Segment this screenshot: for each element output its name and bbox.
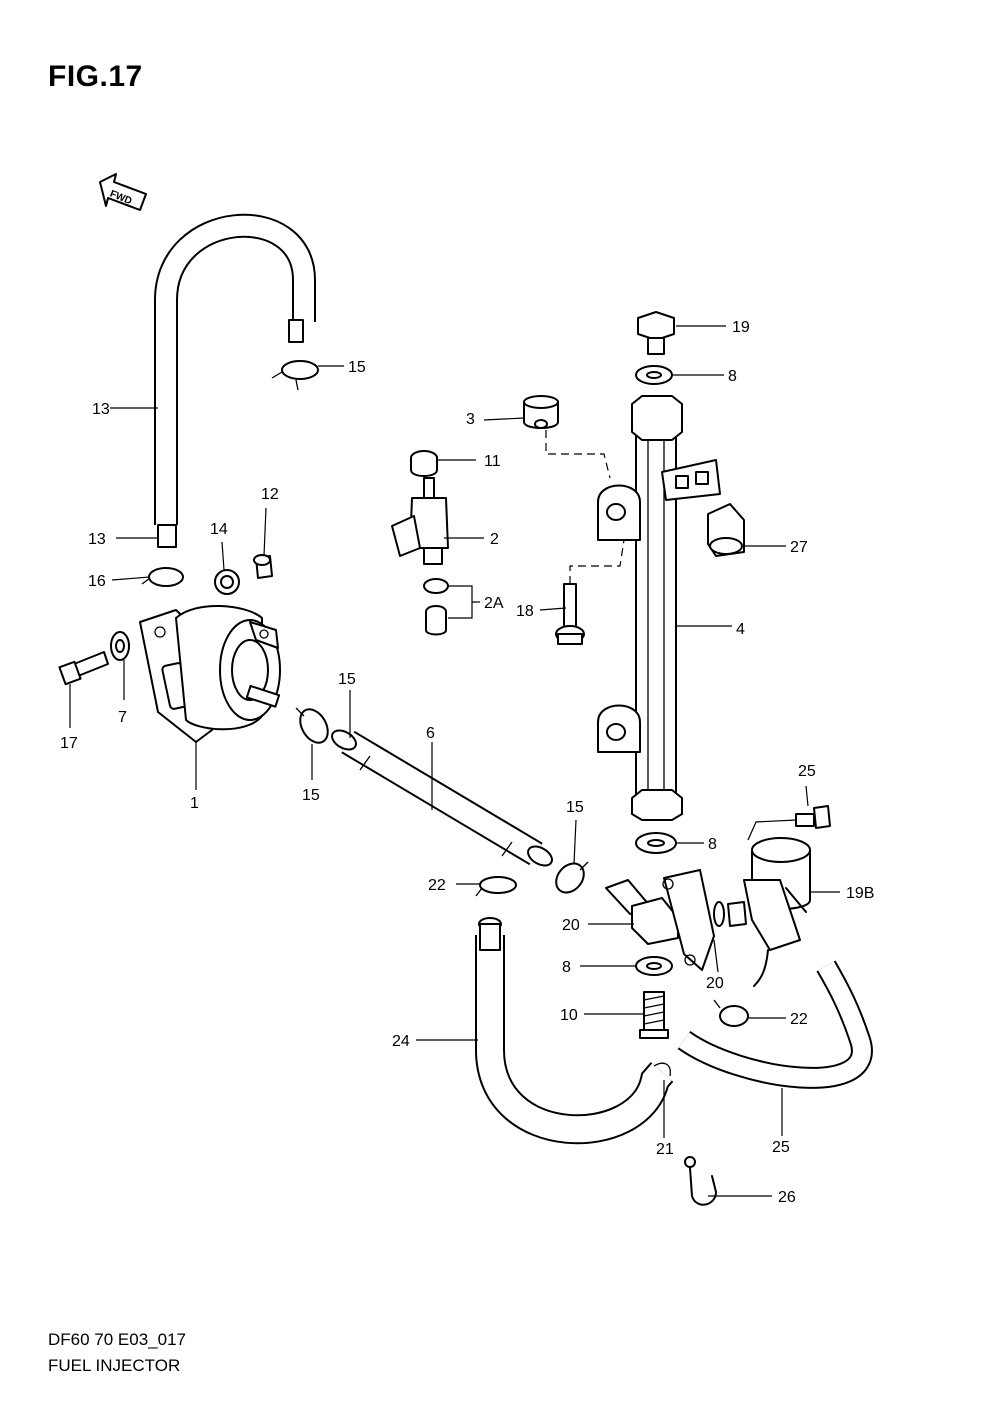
callout-19b: 20 [706,975,724,992]
model-code: DF60 70 E03_017 [48,1330,186,1349]
hose-clamp-22-right [713,999,749,1027]
washer-8-low [635,956,673,976]
callout-23: 24 [392,1033,410,1050]
callout-3: 3 [466,411,475,428]
callout-11: 11 [484,453,501,470]
seal-11 [410,450,438,477]
callout-15-left: 16 [88,573,106,590]
callout-20: 20 [562,917,580,934]
hose-clip-21 [653,1062,671,1077]
callout-2: 2 [490,531,499,548]
hose-clamp-15-mid [295,707,329,744]
hose-clamp-15-left [141,567,184,587]
callout-2a: 2A [484,595,504,612]
grommet-3 [523,395,559,429]
bolt-16 [58,651,109,686]
washer-8-top [635,365,673,385]
fuel-injector-2 [391,477,449,565]
hose-clamp-15-lower [555,861,589,894]
clip-27 [707,503,745,557]
callout-22-left: 22 [428,877,446,894]
cap-9 [253,554,273,579]
callout-4: 4 [736,621,745,638]
leader-lines [69,325,840,1197]
hose-clamp-15-top [271,360,319,391]
callout-12: 15 [338,671,356,688]
callout-15-mid: 15 [302,787,320,804]
plug-18 [637,311,675,355]
callout-24: 25 [798,763,816,780]
callout-7: 7 [118,709,127,726]
fuel-hose-23 [475,917,674,1145]
callout-25: 25 [772,1139,790,1156]
washer-8-mid [635,832,677,854]
figure-title: FIG.17 [48,60,143,93]
callout-9: 12 [261,486,279,503]
callout-18: 19 [732,319,750,336]
dashed-guide-17 [569,539,625,584]
callout-8-low: 8 [562,959,571,976]
washer-7 [110,631,130,661]
clip-26 [684,1156,717,1206]
guide-24 [747,819,797,841]
callout-1: 1 [190,795,199,812]
callout-26: 26 [778,1189,796,1206]
callout-22-right: 22 [790,1011,808,1028]
bolt-24 [795,805,831,829]
callout-10: 14 [210,521,228,538]
fuel-rail-4 [597,395,721,821]
callout-13: 13 [88,531,106,548]
hose-clamp-22-left [475,876,517,897]
bolt-14 [639,991,669,1039]
fuel-filter-1 [139,605,281,743]
callout-14: 10 [560,1007,578,1024]
callout-labels: 13 13 16 15 14 12 1 7 17 15 15 6 15 22 2… [60,319,874,1206]
dashed-guide-3 [545,430,611,479]
fuel-hose-25 [677,960,873,1089]
injector-seals-2a [423,578,449,636]
grommet-10 [214,569,240,595]
callout-15-lower: 15 [566,799,584,816]
callout-21: 21 [656,1141,674,1158]
diagram-caption: FUEL INJECTOR [48,1356,181,1375]
fuel-hose-5 [154,213,316,548]
callout-19: 19B [846,885,874,902]
callout-8-top: 8 [728,368,737,385]
fuel-hose-6 [331,729,553,867]
callout-5: 13 [92,401,110,418]
callout-16: 17 [60,735,78,752]
fwd-arrow-icon: FWD [99,173,147,211]
pressure-regulator-19 [743,837,811,987]
callout-27: 27 [790,539,808,556]
callout-17: 18 [516,603,534,620]
oring-19b [713,901,747,927]
callout-15-top: 15 [348,359,366,376]
fitting-20 [605,869,715,971]
callout-8-mid: 8 [708,836,717,853]
bolt-17 [555,583,585,645]
callout-6: 6 [426,725,435,742]
